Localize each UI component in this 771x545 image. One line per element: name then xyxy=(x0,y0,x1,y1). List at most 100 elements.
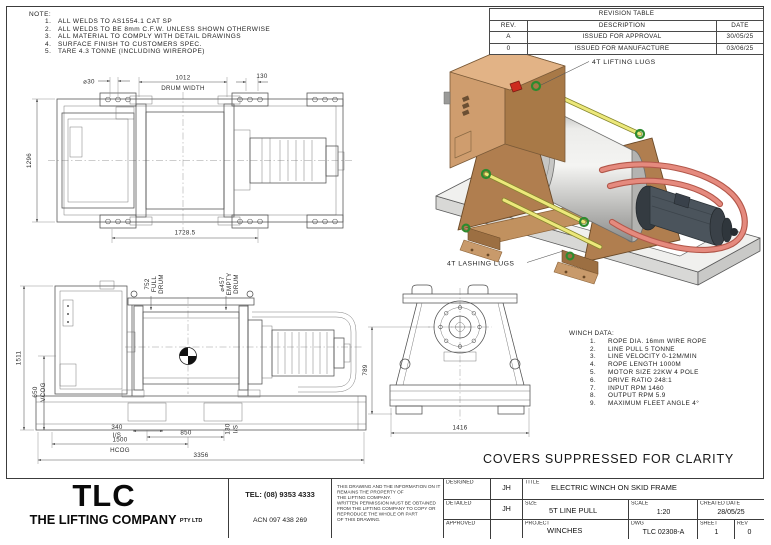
drawing-info-cell: TITLE ELECTRIC WINCH ON SKID FRAME SIZE … xyxy=(522,479,764,539)
signoff-cell: DESIGNED JH DETAILED JH APPROVED xyxy=(443,479,522,539)
dim-full-drum-word2: DRUM xyxy=(158,274,165,294)
dim-overall-height: 1511 xyxy=(16,350,23,365)
dim-340-is: I/S xyxy=(113,432,121,439)
revision-row-rev: A xyxy=(490,32,528,44)
revision-col-date: DATE xyxy=(717,21,763,32)
dim-full-drum-value: 752 xyxy=(144,278,151,289)
revision-row-desc: ISSUED FOR MANUFACTURE xyxy=(528,43,717,54)
plan-view xyxy=(48,92,352,230)
revision-table-title: REVISION TABLE xyxy=(490,9,763,21)
side-view xyxy=(35,280,367,431)
iso-lifting-lugs xyxy=(461,80,646,261)
detailed-row: DETAILED JH xyxy=(444,499,522,519)
winch-data-item: 2.LINE PULL 5 TONNE xyxy=(590,345,675,353)
end-view xyxy=(389,284,531,420)
side-drum xyxy=(142,311,240,385)
dim-drum-width-value: 1012 xyxy=(176,75,191,82)
plan-drum xyxy=(145,111,225,210)
dim-vcog-label: VCOG xyxy=(40,382,47,401)
winch-data-item: 7.INPUT RPM 1460 xyxy=(590,384,664,392)
designed-value: JH xyxy=(502,485,511,492)
project-value: WINCHES xyxy=(547,526,583,535)
revision-col-rev: REV. xyxy=(490,20,528,32)
title-block: TLC THE LIFTING COMPANY PTY LTD TEL: (08… xyxy=(6,478,764,539)
dim-plate-offset: 130 xyxy=(256,73,267,80)
notes-block: NOTE: 1.ALL WELDS TO AS1554.1 CAT SP 2.A… xyxy=(29,11,270,55)
disclaimer-cell: THIS DRAWING AND THE INFORMATION ON IT R… xyxy=(331,479,443,538)
size-row: SIZE 5T LINE PULL SCALE 1:20 CREATED DAT… xyxy=(523,499,764,519)
dim-vcog-value: 650 xyxy=(32,386,39,397)
plan-dimensions: ⌀30 1012 DRUM WIDTH 130 1296 1728.5 xyxy=(26,73,268,243)
winch-data-block: WINCH DATA: 1.ROPE DIA. 16mm WIRE ROPE 2… xyxy=(569,330,707,408)
winch-data-item: 9.MAXIMUM FLEET ANGLE 4° xyxy=(590,400,700,408)
winch-data-item: 5.MOTOR SIZE 22KW 4 POLE xyxy=(590,368,699,376)
size-value: 5T LINE PULL xyxy=(549,506,598,515)
dim-hcog-label: HCOG xyxy=(110,447,130,454)
winch-data-item: 4.ROPE LENGTH 1000M xyxy=(590,361,682,369)
dim-empty-drum-word2: DRUM xyxy=(233,274,240,294)
note-item: 2.ALL WELDS TO BE 8mm C.F.W. UNLESS SHOW… xyxy=(45,25,271,33)
end-dimensions: 789 1416 xyxy=(362,326,530,437)
contact-cell: TEL: (08) 9353 4333 ACN 097 438 269 xyxy=(228,479,331,538)
revision-row-date: 03/06/25 xyxy=(726,44,754,52)
dim-drum-width-label: DRUM WIDTH xyxy=(161,85,205,92)
disclaimer-text: THIS DRAWING AND THE INFORMATION ON IT R… xyxy=(337,485,441,523)
revision-row-desc: ISSUED FOR APPROVAL xyxy=(528,32,717,44)
plan-enclosure xyxy=(61,112,135,209)
revision-table: REVISION TABLE REV. DESCRIPTION DATE A I… xyxy=(489,8,764,55)
phone-number: TEL: (08) 9353 4333 xyxy=(245,490,315,499)
company-name: THE LIFTING COMPANY PTY LTD xyxy=(29,512,203,527)
dim-850: 850 xyxy=(180,430,191,437)
side-motor xyxy=(271,329,335,377)
company-suffix: PTY LTD xyxy=(179,518,203,524)
side-skid xyxy=(35,395,367,431)
side-enclosure xyxy=(54,285,128,395)
dim-empty-drum-word1: EMPTY xyxy=(226,273,233,296)
cog-symbol xyxy=(179,347,197,365)
dim-hole-dia: ⌀30 xyxy=(83,79,95,86)
acn-number: ACN 097 438 269 xyxy=(252,517,308,524)
dim-overall-length: 3356 xyxy=(194,452,209,459)
logo-cell: TLC THE LIFTING COMPANY PTY LTD xyxy=(6,478,228,538)
dim-hcog-value: 1500 xyxy=(113,437,128,444)
designed-row: DESIGNED JH xyxy=(444,479,522,499)
iso-enclosure xyxy=(443,47,566,169)
iso-pipe-guard xyxy=(600,162,747,252)
winch-data-item: 3.LINE VELOCITY 0-12M/MIN xyxy=(590,353,697,361)
created-date-value: 28/05/25 xyxy=(717,509,745,516)
dim-end-width: 1416 xyxy=(453,425,468,432)
note-item: 5.TARE 4.3 TONNE (INCLUDING WIREROPE) xyxy=(45,48,205,56)
end-drum-flange xyxy=(433,300,487,354)
covers-note: COVERS SUPPRESSED FOR CLARITY xyxy=(483,452,735,466)
label-lifting-lugs: 4T LIFTING LUGS xyxy=(592,59,656,66)
end-skid xyxy=(389,384,531,407)
title-row: TITLE ELECTRIC WINCH ON SKID FRAME xyxy=(525,480,677,492)
winch-data-item: 8.OUTPUT RPM 5.9 xyxy=(590,392,666,400)
dim-340: 340 xyxy=(111,424,122,431)
dim-skid-width: 1296 xyxy=(26,153,33,168)
approved-row: APPROVED xyxy=(444,519,522,539)
note-item: 3.ALL MATERIAL TO COMPLY WITH DETAIL DRA… xyxy=(45,33,242,41)
winch-data-item: 1.ROPE DIA. 16mm WIRE ROPE xyxy=(590,337,707,345)
dim-full-drum-word1: FULL xyxy=(151,276,158,293)
side-dimensions: 752 FULL DRUM ⌀457 EMPTY DRUM 1511 650 V… xyxy=(16,273,365,464)
note-item: 1.ALL WELDS TO AS1554.1 CAT SP xyxy=(45,18,173,26)
label-lashing-lugs: 4T LASHING LUGS xyxy=(447,261,514,268)
dwg-number: TLC 02308-A xyxy=(642,529,685,536)
revision-row-rev: 0 xyxy=(490,43,528,54)
rev-number: 0 xyxy=(747,529,752,536)
dim-end-height: 789 xyxy=(362,364,369,375)
drawing-title: ELECTRIC WINCH ON SKID FRAME xyxy=(551,483,677,492)
revision-row-date: 30/05/25 xyxy=(717,32,763,44)
project-row: PROJECT WINCHES DWG TLC 02308-A SHEET 1 … xyxy=(523,519,764,539)
detailed-value: JH xyxy=(502,506,511,513)
iso-red-lug xyxy=(509,80,523,93)
dim-130: 130 xyxy=(225,423,232,434)
scale-value: 1:20 xyxy=(656,509,671,516)
dim-130-is: I/S xyxy=(233,425,240,433)
iso-view: 4T LIFTING LUGS 4T LASHING LUGS xyxy=(435,47,761,286)
company-logo: TLC xyxy=(72,478,136,513)
dim-empty-drum-value: ⌀457 xyxy=(219,276,226,292)
dim-lug-spacing: 1728.5 xyxy=(175,230,196,237)
